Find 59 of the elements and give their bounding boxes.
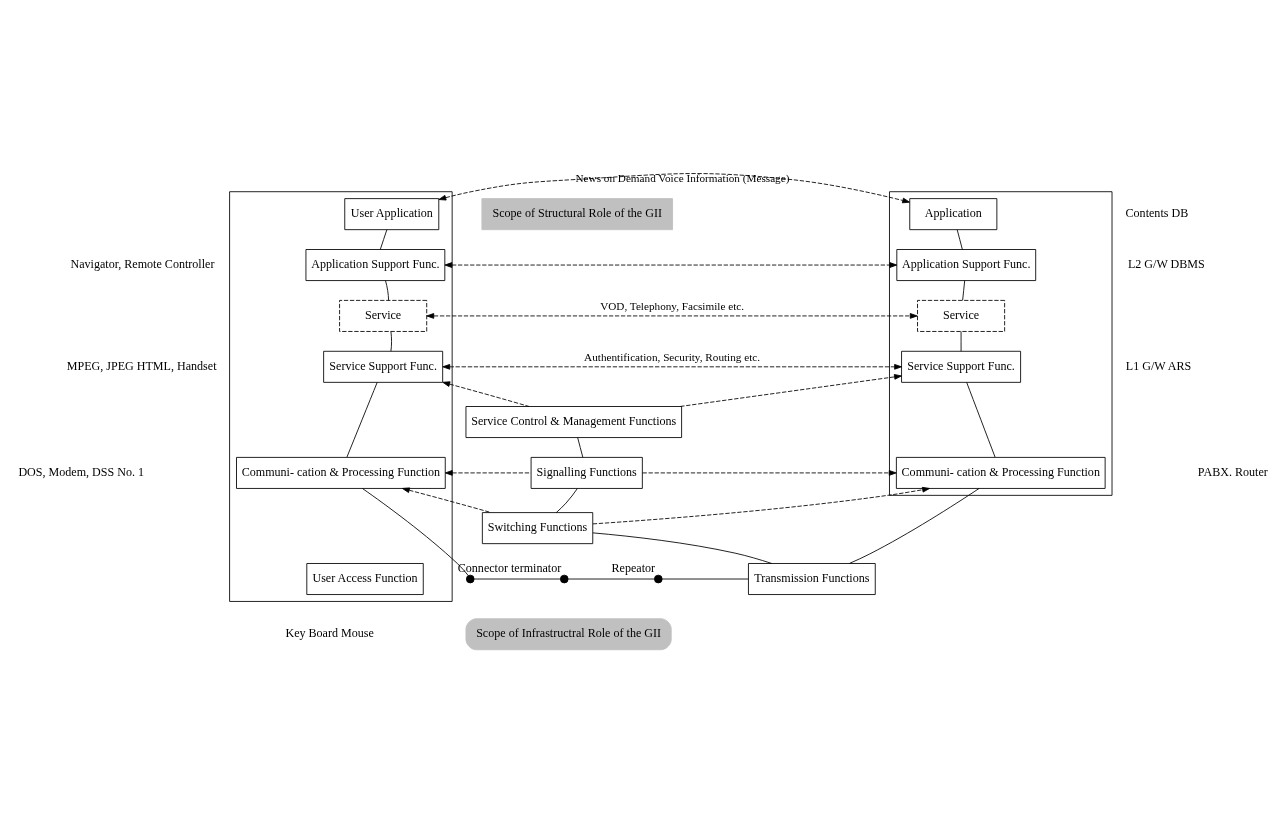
connector <box>567 578 655 580</box>
connector <box>661 578 749 580</box>
arrow <box>442 381 530 407</box>
node-box: Service Support Func. <box>901 350 1022 383</box>
connector <box>379 229 388 250</box>
connector <box>960 331 962 352</box>
arrow <box>592 486 930 525</box>
node-box: Application Support Func. <box>896 249 1037 281</box>
arrow <box>679 374 902 407</box>
connector <box>346 382 378 458</box>
label: L2 G/W DBMS <box>1127 257 1205 272</box>
node-label: Repeator <box>611 560 656 575</box>
node-box: Application Support Func. <box>305 249 446 281</box>
connector <box>555 488 578 513</box>
connector <box>362 488 469 576</box>
edge-label: News on Demand Voice Information (Message) <box>575 171 790 184</box>
arrow <box>402 487 492 513</box>
node-box: Service Control & Management Functions <box>465 406 683 438</box>
label: Key Board Mouse <box>285 626 374 641</box>
arrow <box>444 470 532 476</box>
arrow <box>642 470 897 476</box>
arrow <box>444 262 898 268</box>
node-box: Scope of Structural Role of the GII <box>481 198 673 231</box>
connector <box>592 532 773 564</box>
connector <box>577 437 584 458</box>
label: DOS, Modem, DSS No. 1 <box>18 465 145 480</box>
connector <box>966 382 996 458</box>
node-label: Connector terminator <box>457 560 562 575</box>
arrow <box>426 313 918 319</box>
label: PABX. Router <box>1197 465 1268 480</box>
node-box: Service <box>917 299 1006 332</box>
node-box: Service <box>339 299 428 332</box>
node-circle <box>560 574 569 584</box>
connector <box>962 280 966 301</box>
node-box: Communi- cation & Processing Function <box>236 456 446 489</box>
arrow <box>438 173 910 204</box>
label: Contents DB <box>1125 206 1189 221</box>
connector <box>385 280 390 301</box>
edge-label: Authentification, Security, Routing etc. <box>584 351 761 364</box>
node-box: Application <box>909 198 998 231</box>
connector <box>956 229 963 250</box>
label: Navigator, Remote Controller <box>70 257 215 272</box>
label: L1 G/W ARS <box>1125 359 1192 374</box>
connector <box>849 488 980 564</box>
node-box: User Access Function <box>306 563 424 595</box>
node-circle <box>465 574 475 584</box>
node-box: Scope of Infrastructral Role of the GII <box>465 618 672 651</box>
node-box: Service Support Func. <box>323 350 444 383</box>
connector <box>473 578 561 580</box>
node-circle <box>654 574 663 584</box>
arrow <box>442 364 902 370</box>
label: MPEG, JPEG HTML, Handset <box>66 359 217 374</box>
node-box: Switching Functions <box>481 512 594 545</box>
node-box: Communi- cation & Processing Function <box>895 456 1106 489</box>
node-box: Transmission Functions <box>748 563 876 595</box>
edge-label: VOD, Telephony, Facsimile etc. <box>600 300 745 313</box>
connector <box>390 331 392 352</box>
node-box: User Application <box>344 198 440 231</box>
node-box: Signalling Functions <box>530 456 643 489</box>
